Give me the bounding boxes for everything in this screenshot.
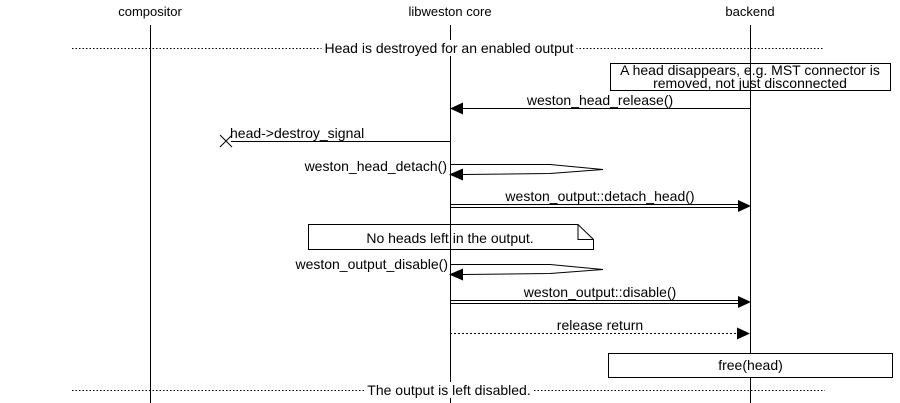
participant-compositor: compositor bbox=[118, 4, 182, 19]
action-box-free-head: free(head) bbox=[608, 353, 893, 378]
arrowhead-left-icon bbox=[449, 268, 463, 281]
note-fold-icon bbox=[577, 224, 594, 240]
divider-bottom-label: The output is left disabled. bbox=[364, 382, 534, 398]
arrowhead-right-icon bbox=[737, 327, 750, 340]
lifelines bbox=[150, 25, 751, 403]
message-head-destroy-signal-lost bbox=[219, 134, 450, 148]
participant-libweston-core: libweston core bbox=[408, 4, 492, 19]
method-call-output-disable-label: weston_output::disable() bbox=[523, 284, 677, 300]
arrowhead-left-icon bbox=[449, 168, 463, 181]
self-message-weston-output-disable bbox=[449, 264, 604, 281]
participant-backend: backend bbox=[725, 4, 775, 19]
note-head-disappears-line1: A head disappears, e.g. MST connector is bbox=[620, 62, 880, 78]
message-head-destroy-signal-label: head->destroy_signal bbox=[230, 125, 365, 141]
note-no-heads-label: No heads left in the output. bbox=[366, 230, 534, 246]
message-weston-head-release bbox=[450, 102, 750, 115]
method-call-detach-head bbox=[450, 200, 751, 212]
return-message-release-return-label: release return bbox=[556, 317, 644, 333]
arrowhead-left-icon bbox=[450, 102, 463, 115]
return-message-release-return bbox=[450, 327, 750, 340]
message-weston-head-release-label: weston_head_release() bbox=[526, 92, 674, 108]
self-message-weston-head-detach-label: weston_head_detach() bbox=[304, 158, 447, 174]
lost-message-cross-icon bbox=[219, 134, 233, 148]
method-call-output-disable bbox=[450, 296, 751, 308]
arrowhead-right-icon bbox=[738, 296, 751, 308]
self-message-weston-output-disable-label: weston_output_disable() bbox=[295, 256, 448, 272]
divider-top-label: Head is destroyed for an enabled output bbox=[321, 40, 577, 56]
note-no-heads-box bbox=[308, 224, 594, 250]
note-head-disappears-line2: removed, not just disconnected bbox=[653, 75, 847, 91]
dividers bbox=[72, 48, 825, 391]
arrowhead-right-icon bbox=[738, 200, 751, 212]
note-head-disappears-box bbox=[610, 63, 891, 91]
self-message-weston-head-detach bbox=[449, 164, 604, 181]
method-call-detach-head-label: weston_output::detach_head() bbox=[505, 188, 695, 204]
